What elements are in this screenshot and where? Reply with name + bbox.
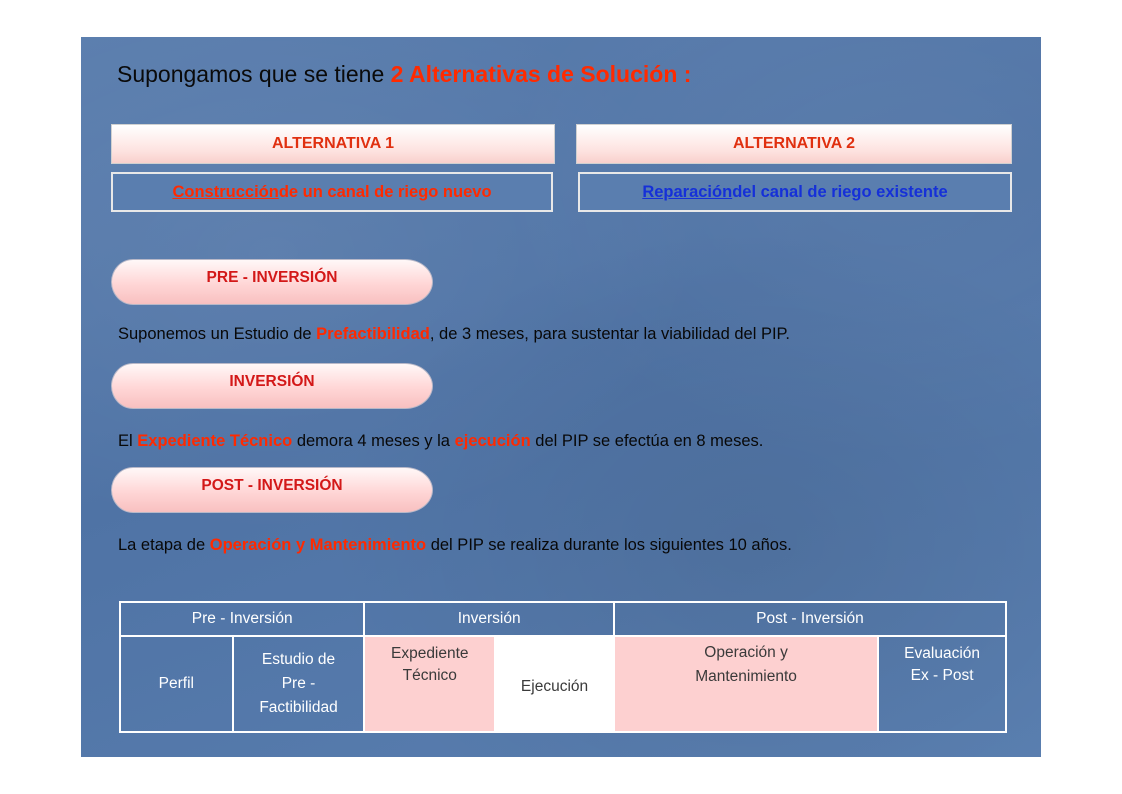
- evaluacion-line-1: Evaluación: [904, 645, 980, 662]
- estudio-line-3: Factibilidad: [259, 699, 338, 716]
- inv-text-highlight-1: Expediente Técnico: [137, 432, 293, 450]
- post-text-b: del PIP se realiza durante los siguiente…: [426, 536, 792, 554]
- expediente-line-2: Técnico: [402, 667, 457, 684]
- alternative-2-description: Reparación del canal de riego existente: [578, 172, 1012, 212]
- pre-text-a: Suponemos un Estudio de: [118, 325, 317, 343]
- expediente-line-1: Expediente: [390, 645, 469, 662]
- phase-inv-label: INVERSIÓN: [229, 373, 315, 390]
- title-prefix: Supongamos que se tiene: [117, 61, 391, 87]
- cell-evaluacion: Evaluación Ex - Post: [877, 635, 1007, 733]
- inv-text-b: demora 4 meses y la: [292, 432, 455, 450]
- cell-estudio: Estudio de Pre - Factibilidad: [231, 635, 366, 733]
- post-text-highlight: Operación y Mantenimiento: [209, 536, 427, 554]
- ejecucion-text: Ejecución: [520, 678, 589, 695]
- alternative-2-label: ALTERNATIVA 2: [732, 135, 856, 152]
- post-text-a: La etapa de: [118, 536, 210, 554]
- alternative-2-header: ALTERNATIVA 2: [576, 124, 1012, 164]
- alternative-2-desc-rest: del canal de riego existente: [732, 182, 948, 201]
- inv-text-highlight-2: ejecución: [454, 432, 531, 450]
- table-body-row: Perfil Estudio de Pre - Factibilidad Exp…: [119, 635, 1007, 733]
- inv-text-a: El: [118, 432, 138, 450]
- alternative-1-desc-link[interactable]: Construcción: [172, 182, 279, 201]
- perfil-text: Perfil: [158, 675, 194, 692]
- estudio-line-2: Pre -: [281, 675, 316, 692]
- project-cycle-table: Pre - Inversión Inversión Post - Inversi…: [118, 601, 1008, 733]
- phase-post-inversion: POST - INVERSIÓN: [111, 467, 433, 513]
- alternative-1-header: ALTERNATIVA 1: [111, 124, 555, 164]
- phase-inversion: INVERSIÓN: [111, 363, 433, 409]
- cell-ejecucion: Ejecución: [494, 635, 615, 733]
- table-header-row: Pre - Inversión Inversión Post - Inversi…: [118, 601, 1008, 637]
- inv-text-c: del PIP se efectúa en 8 meses.: [530, 432, 764, 450]
- header-pre-inversion: Pre - Inversión: [118, 601, 366, 637]
- cell-perfil: Perfil: [119, 635, 234, 733]
- cell-operacion: Operación y Mantenimiento: [612, 635, 880, 733]
- slide-title: Supongamos que se tiene 2 Alternativas d…: [117, 61, 691, 88]
- alternative-2-desc-link[interactable]: Reparación: [642, 182, 733, 201]
- slide: Supongamos que se tiene 2 Alternativas d…: [81, 37, 1041, 757]
- evaluacion-line-2: Ex - Post: [910, 667, 974, 684]
- title-highlight: 2 Alternativas de Solución :: [390, 61, 692, 87]
- pre-inversion-text: Suponemos un Estudio de Prefactibilidad,…: [118, 325, 790, 344]
- estudio-line-1: Estudio de: [261, 651, 336, 668]
- alternative-1-description: Construcción de un canal de riego nuevo: [111, 172, 553, 212]
- post-inversion-text: La etapa de Operación y Mantenimiento de…: [118, 536, 792, 555]
- operacion-line-2: Mantenimiento: [695, 668, 797, 685]
- cell-expediente: Expediente Técnico: [363, 635, 497, 733]
- operacion-line-1: Operación y: [704, 644, 788, 661]
- phase-pre-label: PRE - INVERSIÓN: [206, 269, 338, 286]
- phase-pre-inversion: PRE - INVERSIÓN: [111, 259, 433, 305]
- header-inversion: Inversión: [363, 601, 615, 637]
- header-post-inversion: Post - Inversión: [612, 601, 1008, 637]
- pre-text-highlight: Prefactibilidad: [316, 325, 430, 343]
- pre-text-b: , de 3 meses, para sustentar la viabilid…: [429, 325, 790, 343]
- phase-post-label: POST - INVERSIÓN: [201, 477, 343, 494]
- inversion-text: El Expediente Técnico demora 4 meses y l…: [118, 432, 763, 451]
- alternative-1-label: ALTERNATIVA 1: [271, 135, 395, 152]
- alternative-1-desc-rest: de un canal de riego nuevo: [278, 182, 492, 201]
